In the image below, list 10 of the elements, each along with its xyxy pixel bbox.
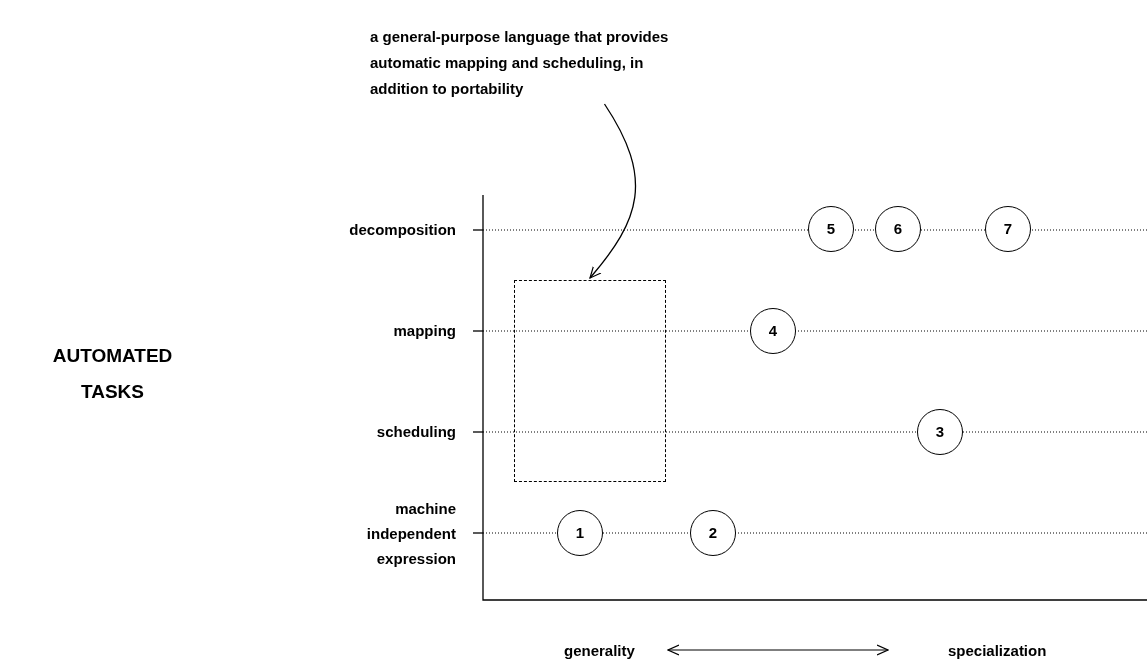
axis-label: machine independent expression xyxy=(365,499,456,569)
axis-title: AUTOMATED TASKS xyxy=(51,344,174,404)
axis-label: specialization xyxy=(948,641,1047,661)
annotation-text: a general-purpose language that provides automatic mapping and scheduling, in addition to portability xyxy=(370,24,705,102)
axis-label: decomposition xyxy=(349,220,456,240)
axis-label: scheduling xyxy=(376,422,456,442)
axis-label: generality xyxy=(564,641,635,661)
curved-arrow xyxy=(589,103,637,279)
axis-label: mapping xyxy=(393,321,456,341)
dashed-box xyxy=(514,280,666,482)
